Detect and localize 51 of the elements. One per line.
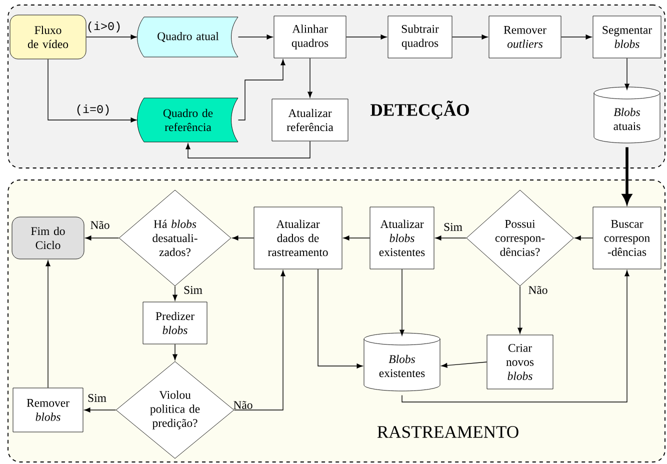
arrow bbox=[234, 270, 286, 410]
process-box: Criar novos blobs bbox=[486, 334, 554, 390]
database-cylinder: Blobs atuais bbox=[594, 86, 660, 144]
arrow bbox=[172, 286, 178, 301]
arrow bbox=[238, 59, 286, 120]
edge-label: Não bbox=[528, 286, 548, 294]
arrow bbox=[346, 34, 387, 40]
arrow bbox=[622, 147, 632, 204]
arrow bbox=[574, 236, 594, 240]
arrow bbox=[343, 236, 370, 240]
process-box: Atualizar blobs existentes bbox=[370, 206, 434, 270]
arrow bbox=[518, 286, 522, 334]
arrow bbox=[452, 34, 488, 40]
process-box: Buscar correspon -dências bbox=[592, 206, 662, 270]
edge-label: Sim bbox=[88, 394, 106, 402]
arrow bbox=[238, 34, 273, 40]
arrow bbox=[172, 344, 178, 360]
edge-label: Não bbox=[90, 220, 110, 229]
arrow bbox=[400, 268, 404, 336]
edge-label: Sim bbox=[444, 223, 462, 231]
arrow bbox=[402, 270, 630, 402]
process-box: Subtrair quadros bbox=[388, 16, 452, 58]
database-cylinder: Blobs existentes bbox=[364, 332, 440, 392]
process-box: Predizer blobs bbox=[142, 302, 208, 344]
process-box: Atualizar dados de rastreamento bbox=[254, 206, 342, 270]
arrow bbox=[46, 260, 50, 388]
arrow bbox=[308, 58, 312, 98]
arrow bbox=[186, 140, 310, 158]
arrow bbox=[48, 58, 137, 122]
arrow bbox=[86, 34, 137, 40]
process-box: Segmentar blobs bbox=[592, 16, 662, 58]
edge-label: Sim bbox=[184, 286, 202, 294]
arrow bbox=[85, 236, 120, 240]
terminal-box: Fim do Ciclo bbox=[12, 216, 84, 260]
process-box: Remover blobs bbox=[12, 388, 84, 432]
process-box: Atualizar referência bbox=[272, 98, 348, 142]
arrow bbox=[435, 236, 466, 240]
arrow bbox=[441, 362, 488, 368]
panel-title: RASTREAMENTO bbox=[377, 426, 518, 438]
arrow bbox=[232, 236, 254, 240]
process-box: Remover outliers bbox=[488, 16, 562, 58]
arrow bbox=[84, 408, 116, 412]
edge-label: (i>0) bbox=[88, 22, 120, 32]
arrow bbox=[560, 34, 592, 40]
edge-label: Não bbox=[234, 400, 252, 409]
arrow bbox=[624, 58, 630, 90]
arrow bbox=[318, 268, 363, 368]
process-box: Alinhar quadros bbox=[274, 16, 346, 58]
terminal-box: Fluxo de vídeo bbox=[10, 14, 86, 60]
edge-label: (i=0) bbox=[77, 104, 109, 116]
panel-title: DETECÇÃO bbox=[370, 100, 469, 120]
